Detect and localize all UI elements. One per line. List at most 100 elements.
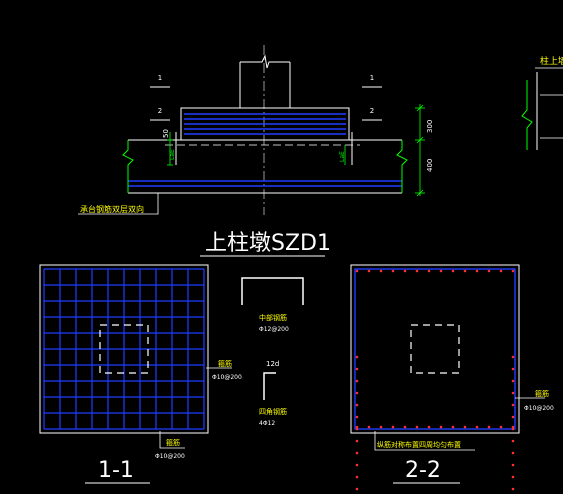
longitudinal-bar-dot	[355, 367, 359, 371]
longitudinal-bar-dot	[403, 269, 407, 273]
dim-300: 300	[426, 120, 434, 133]
middle-dim-12d: 12d	[266, 360, 279, 368]
plan-2-longitudinal-bars	[355, 269, 515, 491]
longitudinal-bar-dot	[415, 425, 419, 429]
plan-1-bottom-spec: Φ10@200	[155, 453, 185, 460]
plan-2-bottom-note: 纵筋对称布置四周均匀布置	[377, 440, 461, 449]
lae-right: LaE	[339, 151, 346, 162]
plan-1-1: 箍筋 Φ10@200 箍筋 Φ10@200 1-1	[39, 264, 242, 484]
column-stub	[239, 62, 291, 108]
middle-label-2: 四角钢筋	[259, 407, 287, 416]
longitudinal-bar-dot	[487, 269, 491, 273]
dim-chain-right	[415, 104, 425, 197]
plan-1-rebar-grid	[43, 268, 205, 430]
middle-label-1: 中部钢筋	[259, 313, 287, 322]
longitudinal-bar-dot	[499, 269, 503, 273]
longitudinal-bar-dot	[415, 269, 419, 273]
longitudinal-bar-dot	[355, 439, 359, 443]
longitudinal-bar-dot	[511, 487, 515, 491]
longitudinal-bar-dot	[355, 427, 359, 431]
longitudinal-bar-dot	[367, 269, 371, 273]
longitudinal-bar-dot	[355, 451, 359, 455]
corner-bar-shape	[263, 372, 276, 400]
longitudinal-bar-dot	[511, 269, 515, 273]
pier-rebar	[184, 113, 346, 135]
longitudinal-bar-dot	[379, 425, 383, 429]
longitudinal-bar-dot	[511, 451, 515, 455]
section-mark-1-left: 1	[158, 74, 162, 82]
longitudinal-bar-dot	[511, 475, 515, 479]
longitudinal-bar-dot	[511, 415, 515, 419]
leader-line	[78, 193, 159, 215]
longitudinal-bar-dot	[355, 269, 359, 273]
section-mark-2-left: 2	[158, 107, 162, 115]
middle-spec-1: Φ12@200	[259, 326, 289, 333]
longitudinal-bar-dot	[511, 391, 515, 395]
longitudinal-bar-dot	[355, 379, 359, 383]
pier-outline	[180, 107, 350, 140]
longitudinal-bar-dot	[463, 269, 467, 273]
section-mark-1-right: 1	[370, 74, 374, 82]
dim-50: 50	[162, 129, 170, 138]
longitudinal-bar-dot	[511, 367, 515, 371]
longitudinal-bar-dot	[355, 355, 359, 359]
longitudinal-bar-dot	[367, 425, 371, 429]
longitudinal-bar-dot	[511, 425, 515, 429]
dim-lae-left	[167, 132, 173, 166]
middle-spec-2: 4Φ12	[259, 420, 275, 427]
section-mark-2-right: 2	[370, 107, 374, 115]
longitudinal-bar-dot	[355, 487, 359, 491]
plan-2-right-label: 箍筋	[535, 389, 549, 398]
bottom-note: 承台钢筋双层双向	[80, 204, 144, 214]
longitudinal-bar-dot	[511, 379, 515, 383]
lae-left: LaE	[169, 149, 176, 160]
section-cut-marks	[150, 86, 382, 121]
longitudinal-bar-dot	[427, 269, 431, 273]
plan-1-caption: 1-1	[98, 458, 134, 483]
longitudinal-bar-dot	[451, 269, 455, 273]
main-title: 上柱墩SZD1	[205, 231, 331, 256]
dim-400: 400	[426, 159, 434, 172]
longitudinal-bar-dot	[391, 425, 395, 429]
plan-2-outline	[350, 264, 520, 434]
longitudinal-bar-dot	[355, 463, 359, 467]
plan-2-caption: 2-2	[405, 458, 441, 483]
plan-2-stirrup	[354, 268, 516, 430]
plan-1-right-label: 箍筋	[218, 359, 232, 368]
plan-1-right-spec: Φ10@200	[212, 374, 242, 381]
plan-2-right-spec: Φ10@200	[524, 405, 554, 412]
longitudinal-bar-dot	[439, 269, 443, 273]
longitudinal-bar-dot	[355, 425, 359, 429]
plan-2-column-outline	[410, 324, 460, 374]
middle-details: 中部钢筋 Φ12@200 12d 四角钢筋 4Φ12	[241, 277, 304, 427]
partial-label: 柱上墙	[540, 55, 563, 67]
partial-break-icon	[521, 80, 533, 150]
plan-1-bottom-label: 箍筋	[166, 438, 180, 447]
longitudinal-bar-dot	[439, 425, 443, 429]
middle-bar-shape	[241, 277, 304, 305]
plan-2-2: 箍筋 Φ10@200 纵筋对称布置四周均匀布置 2-2	[350, 264, 554, 491]
longitudinal-bar-dot	[355, 403, 359, 407]
break-line-right-icon	[396, 140, 408, 193]
longitudinal-bar-dot	[427, 425, 431, 429]
longitudinal-bar-dot	[511, 403, 515, 407]
longitudinal-bar-dot	[463, 425, 467, 429]
longitudinal-bar-dot	[451, 425, 455, 429]
longitudinal-bar-dot	[511, 463, 515, 467]
longitudinal-bar-dot	[475, 425, 479, 429]
longitudinal-bar-dot	[499, 425, 503, 429]
longitudinal-bar-dot	[355, 475, 359, 479]
longitudinal-bar-dot	[379, 269, 383, 273]
longitudinal-bar-dot	[403, 425, 407, 429]
break-line-icon	[240, 54, 290, 69]
longitudinal-bar-dot	[487, 425, 491, 429]
longitudinal-bar-dot	[511, 427, 515, 431]
anchor-bars	[175, 132, 353, 165]
longitudinal-bar-dot	[355, 391, 359, 395]
longitudinal-bar-dot	[511, 439, 515, 443]
break-line-left-icon	[122, 140, 134, 193]
longitudinal-bar-dot	[391, 269, 395, 273]
longitudinal-bar-dot	[355, 415, 359, 419]
longitudinal-bar-dot	[475, 269, 479, 273]
partial-detail: 柱上墙	[521, 55, 563, 150]
